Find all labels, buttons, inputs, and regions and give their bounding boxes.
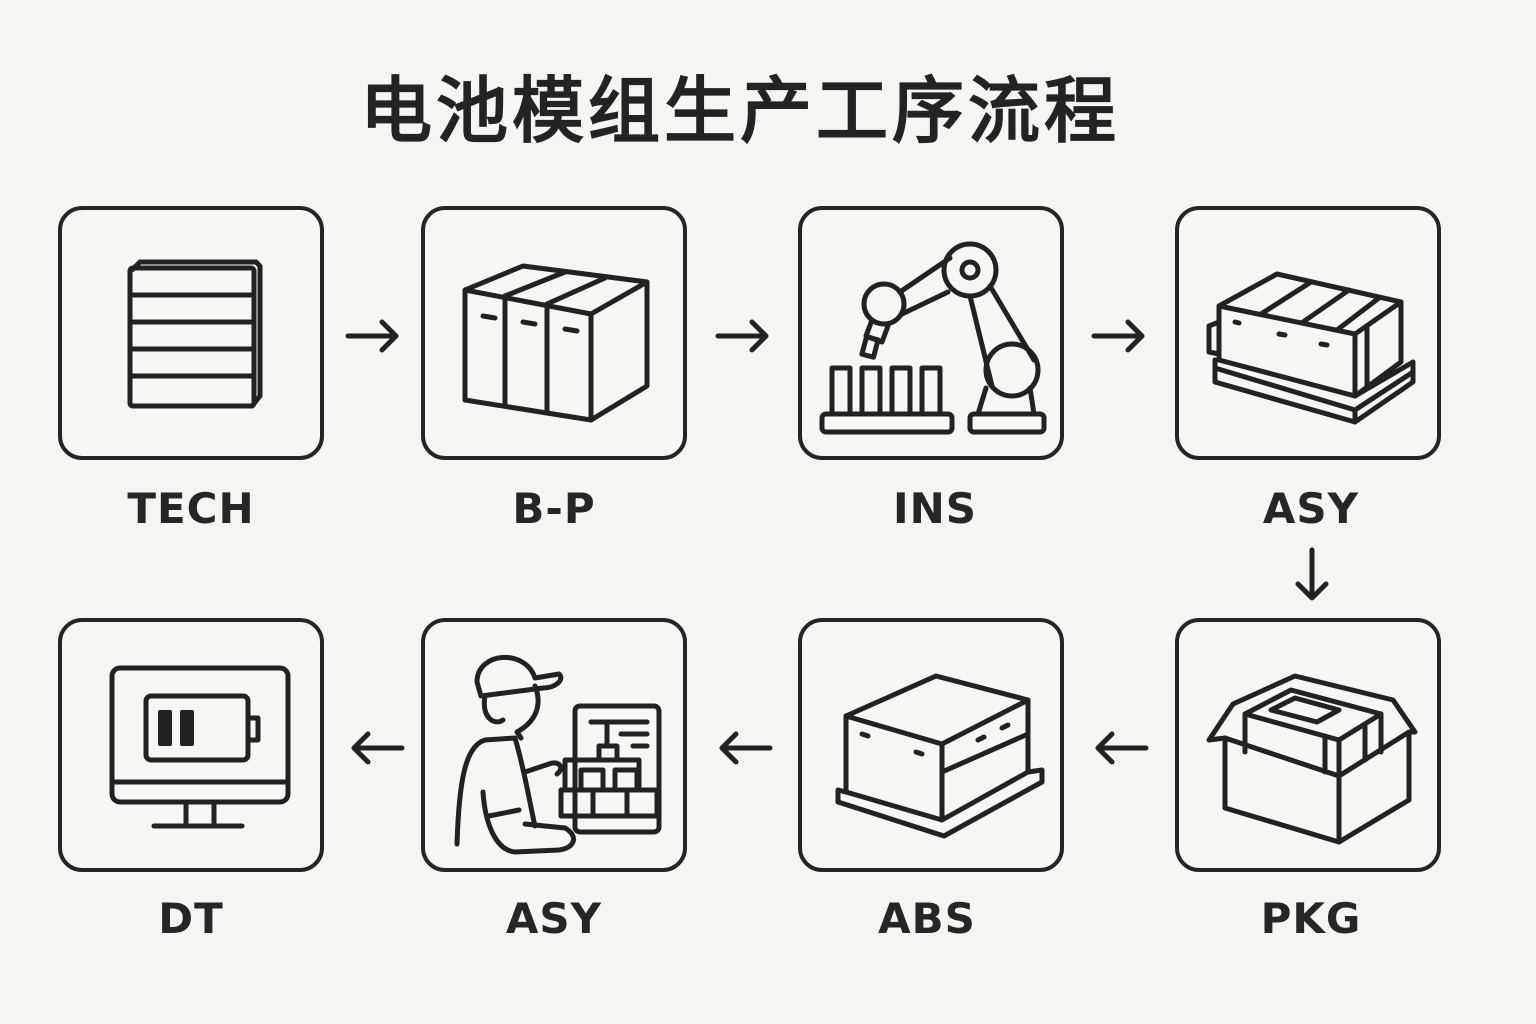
sealed-module-icon [835, 673, 1045, 839]
arrow-right-icon [344, 318, 404, 358]
step-label-asy-2: ASY [505, 894, 603, 943]
step-card-b-p [421, 206, 687, 460]
step-card-ins [798, 206, 1064, 460]
step-card-asy-1 [1175, 206, 1441, 460]
stacked-cells-icon [127, 259, 263, 409]
arrow-right-icon [1090, 318, 1150, 358]
step-card-dt [58, 618, 324, 872]
worker-assembly-icon [454, 654, 662, 855]
monitor-battery-icon [109, 665, 291, 829]
arrow-left-icon [1090, 730, 1150, 770]
step-card-asy-2 [421, 618, 687, 872]
step-label-dt: DT [158, 894, 224, 943]
step-card-pkg [1175, 618, 1441, 872]
battery-pack-icon [462, 263, 650, 423]
step-label-pkg: PKG [1260, 894, 1362, 943]
arrow-left-icon [346, 730, 406, 770]
step-label-b-p: B-P [512, 484, 596, 533]
step-label-tech: TECH [127, 484, 255, 533]
step-card-abs [798, 618, 1064, 872]
module-on-tray-icon [1206, 271, 1416, 425]
arrow-left-icon [714, 730, 774, 770]
arrow-down-icon [1292, 546, 1332, 610]
step-label-ins: INS [892, 484, 978, 533]
step-label-asy-1: ASY [1262, 484, 1360, 533]
step-card-tech [58, 206, 324, 460]
robot-arm-icon [819, 241, 1047, 435]
packaging-box-icon [1206, 673, 1418, 845]
arrow-right-icon [714, 318, 774, 358]
step-label-abs: ABS [878, 894, 976, 943]
diagram-title: 电池模组生产工序流程 [359, 69, 1120, 153]
